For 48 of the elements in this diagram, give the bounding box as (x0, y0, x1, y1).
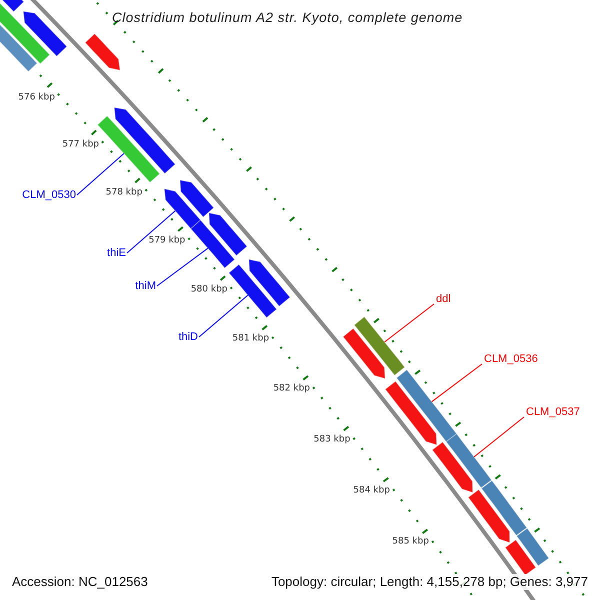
gene-label: CLM_0536 (484, 352, 538, 366)
tick-label: 580 kbp (190, 284, 228, 296)
title: Clostridium botulinum A2 str. Kyoto, complete genome (112, 9, 463, 27)
leader-line (76, 153, 124, 196)
tick-label: 577 kbp (62, 139, 99, 150)
gene-block (208, 212, 248, 256)
gene-bar (354, 316, 406, 376)
leader-line (156, 248, 208, 286)
gene-block (22, 10, 68, 57)
gene-label: CLM_0530 (22, 188, 76, 202)
gene-bar (190, 220, 236, 269)
leader-line (198, 294, 248, 338)
gene-block (84, 33, 120, 71)
gene-block (432, 441, 474, 494)
tick-label: 582 kbp (273, 384, 310, 395)
gene-bar (446, 433, 492, 488)
tick-label: 581 kbp (232, 334, 270, 345)
gene-label: thiE (107, 246, 126, 260)
gene-block (114, 107, 176, 174)
gene-block (180, 180, 214, 218)
footer-text: Accession: NC_012563 (10, 574, 150, 590)
leader-line (384, 304, 434, 342)
tick-label: 578 kbp (106, 187, 142, 198)
leader-line (474, 416, 524, 458)
tick-label: 583 kbp (314, 434, 350, 446)
tick-label: 584 kbp (353, 485, 390, 496)
gene-label: CLM_0537 (526, 405, 580, 419)
gene-bar (228, 264, 278, 318)
tick-label: 585 kbp (392, 536, 429, 548)
gene-bar (516, 528, 550, 566)
gene-block (248, 258, 291, 307)
gene-label: ddl (436, 292, 451, 306)
gene-label: thiD (178, 330, 198, 344)
gene-block (342, 328, 386, 380)
gene-block (468, 489, 510, 544)
gene-block (384, 380, 438, 446)
gene-bar (504, 539, 536, 576)
gene-block (0, 0, 24, 12)
gene-label: thiM (135, 279, 156, 293)
tick-label: 579 kbp (148, 235, 186, 246)
tick-label: 576 kbp (18, 92, 55, 104)
footer-text: Topology: circular; Length: 4,155,278 bp; Genes: 3,977 (269, 574, 590, 590)
gene-bar (396, 369, 458, 442)
leader-line (431, 364, 482, 402)
gene-block (164, 188, 202, 230)
gene-bar (480, 480, 528, 536)
leader-line (126, 210, 176, 254)
gene-bar (97, 115, 160, 183)
